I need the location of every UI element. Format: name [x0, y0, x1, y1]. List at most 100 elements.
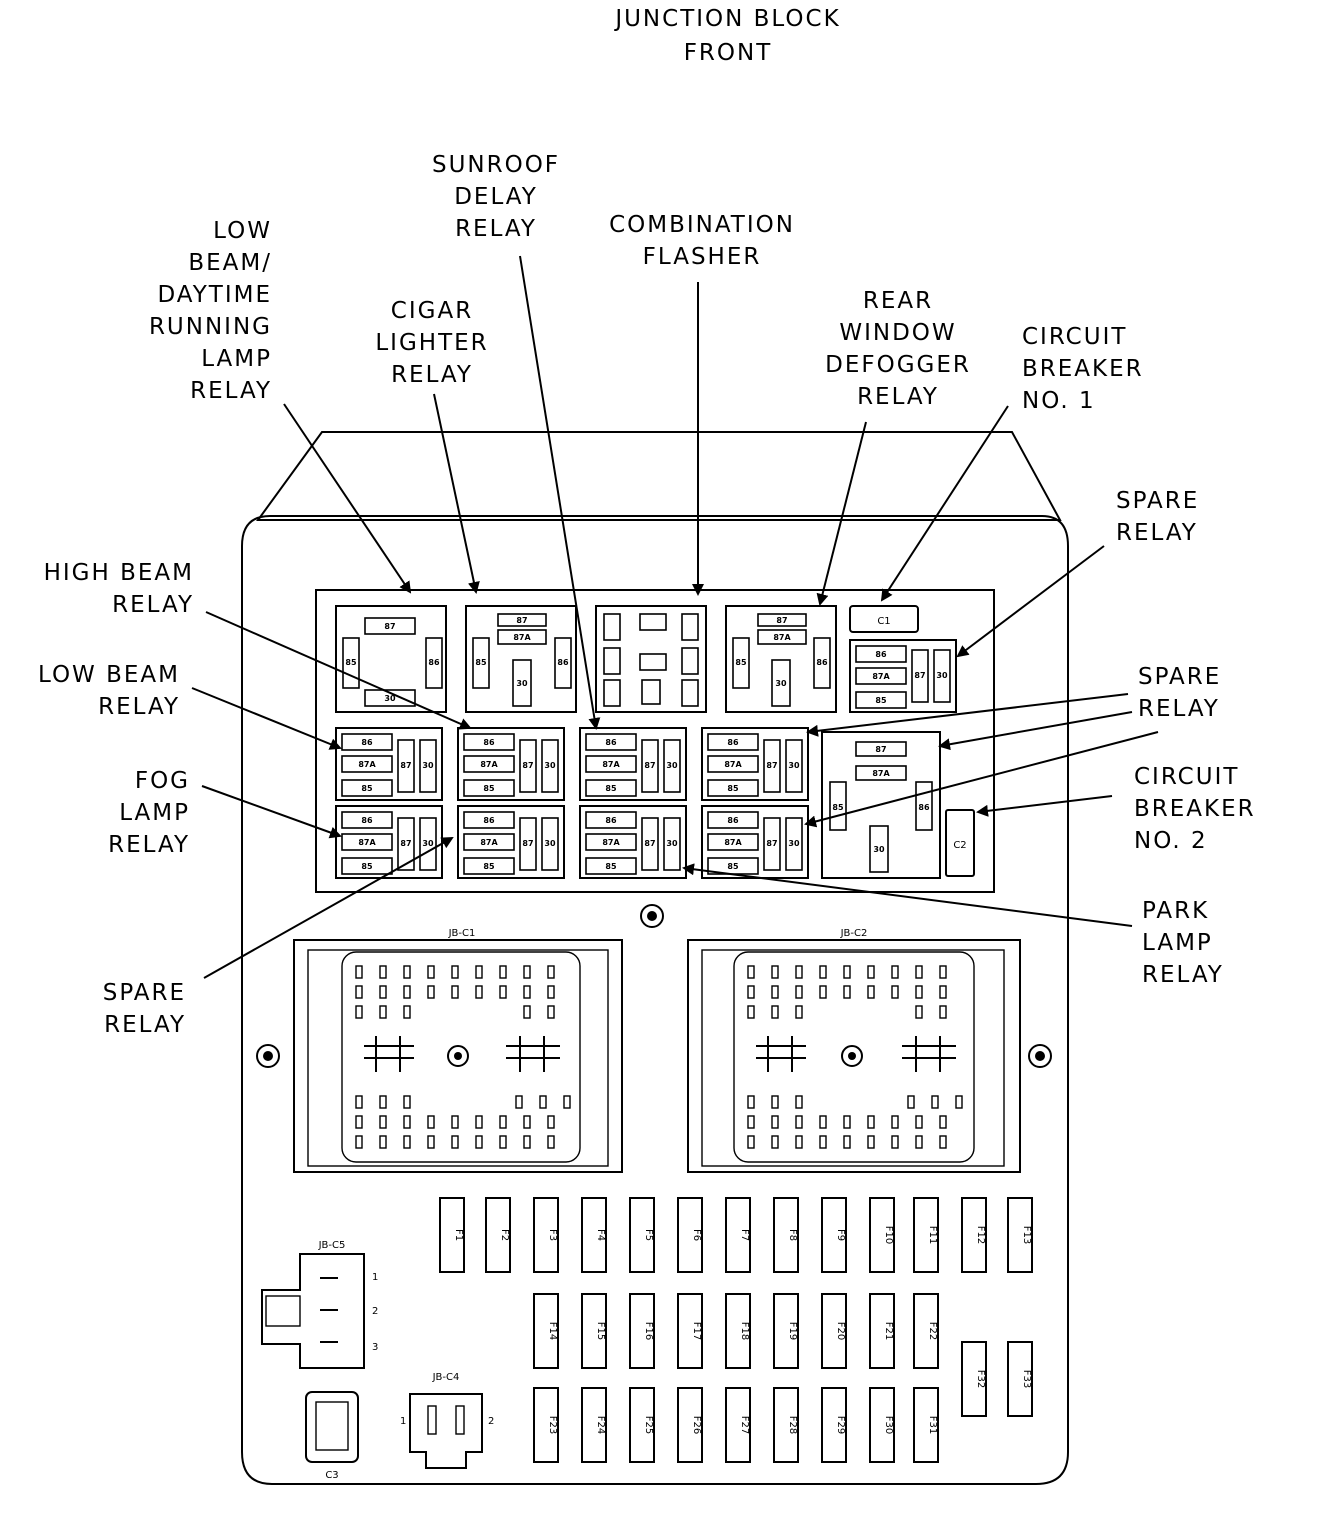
- svg-text:F27: F27: [739, 1416, 750, 1434]
- svg-text:BEAM/: BEAM/: [188, 250, 272, 276]
- svg-text:86: 86: [428, 658, 440, 667]
- svg-text:RELAY: RELAY: [104, 1012, 186, 1038]
- svg-text:LIGHTER: LIGHTER: [375, 330, 488, 356]
- svg-text:87: 87: [522, 761, 533, 770]
- housing-body: [241, 515, 1069, 1485]
- housing-top-bevel: [256, 431, 1062, 521]
- callout-fog-lamp: FOG LAMP RELAY: [108, 768, 188, 858]
- svg-text:F31: F31: [927, 1416, 938, 1434]
- svg-text:LOW: LOW: [213, 218, 272, 244]
- svg-text:F26: F26: [691, 1416, 702, 1434]
- callout-spare-relay-right: SPARE RELAY: [1138, 664, 1220, 722]
- svg-text:85: 85: [605, 862, 617, 871]
- svg-text:RELAY: RELAY: [1138, 696, 1220, 722]
- arrow-low-beam: [191, 687, 342, 750]
- svg-text:87A: 87A: [480, 838, 498, 847]
- svg-text:F30: F30: [883, 1416, 894, 1434]
- svg-text:87A: 87A: [358, 760, 376, 769]
- svg-text:30: 30: [666, 761, 678, 770]
- svg-text:85: 85: [483, 862, 495, 871]
- svg-text:F11: F11: [927, 1226, 938, 1244]
- svg-text:SPARE: SPARE: [1116, 488, 1199, 514]
- connector-jb-c1: JB-C1: [293, 928, 623, 1173]
- svg-text:85: 85: [345, 658, 357, 667]
- mounting-hole: [640, 904, 664, 928]
- fuse: F11: [913, 1197, 939, 1273]
- svg-text:85: 85: [475, 658, 487, 667]
- svg-text:86: 86: [605, 738, 617, 747]
- fuse: F30: [869, 1387, 895, 1463]
- svg-text:LOW BEAM: LOW BEAM: [38, 662, 180, 688]
- svg-text:F12: F12: [975, 1226, 986, 1244]
- fuse: F6: [677, 1197, 703, 1273]
- diagram-title: JUNCTION BLOCK FRONT: [613, 6, 838, 66]
- callout-park-lamp: PARK LAMP RELAY: [1142, 898, 1224, 988]
- fuse: F18: [725, 1293, 751, 1369]
- svg-text:F13: F13: [1021, 1226, 1032, 1244]
- svg-text:JB-C4: JB-C4: [432, 1372, 460, 1383]
- svg-text:87: 87: [644, 761, 655, 770]
- fuse: F22: [913, 1293, 939, 1369]
- fuse-row-1: F1 F2 F3 F4 F5 F6 F7 F8 F9 F10 F11 F12 F…: [439, 1197, 1033, 1273]
- svg-text:87A: 87A: [602, 760, 620, 769]
- callout-circuit-breaker-2: CIRCUIT BREAKER NO. 2: [1134, 764, 1254, 854]
- fuse: F32: [961, 1341, 987, 1417]
- svg-text:F25: F25: [643, 1416, 654, 1434]
- svg-text:F33: F33: [1021, 1370, 1032, 1388]
- svg-text:86: 86: [483, 738, 495, 747]
- mounting-hole: [1028, 1044, 1052, 1068]
- fuse: F8: [773, 1197, 799, 1273]
- svg-text:F7: F7: [739, 1229, 750, 1241]
- svg-text:JB-C1: JB-C1: [448, 928, 476, 939]
- fuse: F12: [961, 1197, 987, 1273]
- svg-text:87A: 87A: [480, 760, 498, 769]
- svg-text:86: 86: [918, 803, 930, 812]
- fuse: F33: [1007, 1341, 1033, 1417]
- svg-text:FRONT: FRONT: [684, 40, 773, 66]
- svg-text:2: 2: [488, 1416, 494, 1427]
- relay-rear-window-defogger: 87 87A 85 86 30: [725, 605, 837, 713]
- fuse: F17: [677, 1293, 703, 1369]
- svg-text:F22: F22: [927, 1322, 938, 1340]
- svg-text:85: 85: [483, 784, 495, 793]
- svg-text:RELAY: RELAY: [1142, 962, 1224, 988]
- circuit-breaker-no-2: C2: [945, 809, 975, 877]
- fuse: F26: [677, 1387, 703, 1463]
- connector-jb-c2: JB-C2: [687, 928, 1021, 1173]
- relay-spare-top: 86 87A 85 87 30: [849, 639, 957, 713]
- svg-text:JB-C5: JB-C5: [318, 1240, 346, 1251]
- svg-text:86: 86: [361, 738, 373, 747]
- svg-text:85: 85: [605, 784, 617, 793]
- callout-combination-flasher: COMBINATION FLASHER: [609, 212, 793, 270]
- fuse: F5: [629, 1197, 655, 1273]
- fuse-row-3: F23 F24 F25 F26 F27 F28 F29 F30 F31: [533, 1387, 939, 1463]
- arrow-spare-relay-top: [956, 545, 1105, 658]
- svg-text:30: 30: [666, 839, 678, 848]
- svg-text:F2: F2: [499, 1229, 510, 1241]
- svg-text:85: 85: [735, 658, 747, 667]
- svg-text:SUNROOF: SUNROOF: [432, 152, 560, 178]
- svg-text:F1: F1: [453, 1229, 464, 1241]
- svg-text:RELAY: RELAY: [857, 384, 939, 410]
- svg-text:2: 2: [372, 1306, 378, 1317]
- svg-text:C2: C2: [953, 840, 966, 851]
- svg-text:87A: 87A: [602, 838, 620, 847]
- arrow-park-lamp: [682, 863, 1133, 927]
- svg-text:86: 86: [816, 658, 828, 667]
- fuse: F9: [821, 1197, 847, 1273]
- svg-text:CIGAR: CIGAR: [391, 298, 473, 324]
- fuse: F16: [629, 1293, 655, 1369]
- svg-text:WINDOW: WINDOW: [839, 320, 956, 346]
- svg-text:87A: 87A: [724, 760, 742, 769]
- svg-text:F8: F8: [787, 1229, 798, 1241]
- svg-text:REAR: REAR: [863, 288, 933, 314]
- svg-text:86: 86: [361, 816, 373, 825]
- svg-text:87A: 87A: [872, 769, 890, 778]
- svg-text:30: 30: [775, 679, 787, 688]
- arrow-spare-relay-right-2: [938, 711, 1133, 751]
- svg-text:F16: F16: [643, 1322, 654, 1340]
- fuse: F24: [581, 1387, 607, 1463]
- connector-jb-c5: JB-C5 123: [261, 1240, 378, 1369]
- svg-text:87A: 87A: [773, 633, 791, 642]
